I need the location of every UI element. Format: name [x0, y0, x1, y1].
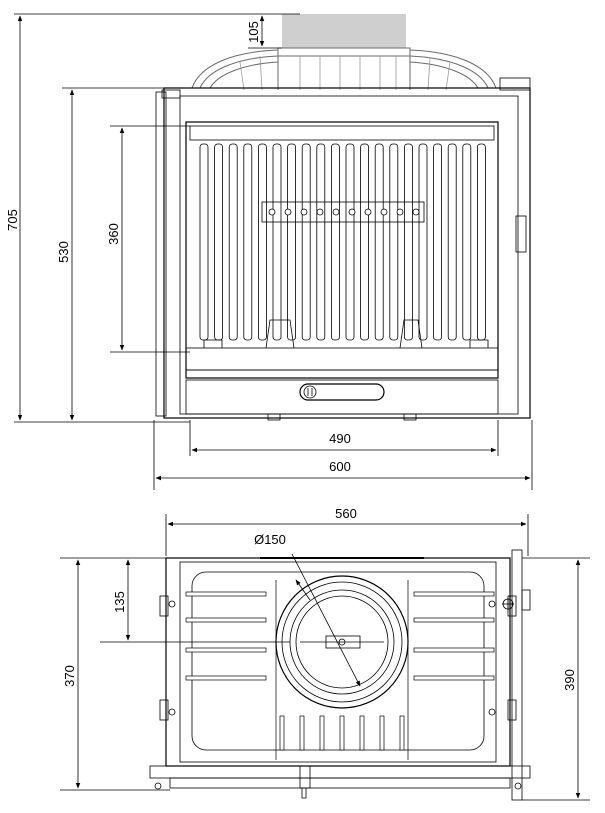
grate-feet: [203, 319, 489, 349]
grate-bar: [389, 143, 399, 341]
top-dome: [191, 49, 497, 91]
top-body: [149, 557, 531, 799]
top-rib-bottom: [399, 715, 405, 751]
grate-bar: [272, 143, 282, 341]
top-rib-bottom: [339, 715, 345, 751]
flue-ring: [275, 575, 409, 709]
dim-depth: 370: [62, 665, 77, 687]
grate-bar: [257, 143, 267, 341]
dim-flue-offset: 135: [112, 591, 127, 613]
top-rib-bottom: [279, 715, 285, 751]
vent-hole: [380, 208, 388, 216]
vent-hole: [412, 208, 420, 216]
grate-bar: [403, 143, 413, 341]
side-connector: [502, 549, 531, 801]
vent-hole: [364, 208, 372, 216]
top-rib-bottom: [319, 715, 325, 751]
dim-body-height: 530: [56, 241, 71, 263]
top-rib-left: [185, 591, 267, 597]
grate-bar: [360, 143, 370, 341]
grate-bar: [447, 143, 457, 341]
top-rib-right: [413, 675, 495, 681]
vent-hole: [396, 208, 404, 216]
dim-flue-diameter: Ø150: [254, 532, 286, 547]
grate-bar: [287, 143, 297, 341]
dim-total-depth: 390: [562, 669, 577, 691]
top-dimension-lines: [60, 514, 590, 801]
grate-bars: [199, 143, 486, 341]
grate-bar: [301, 143, 311, 341]
grate-bar: [433, 143, 443, 341]
top-rib-right: [413, 591, 495, 597]
grate-bar: [214, 143, 224, 341]
flue-collar: [277, 14, 411, 90]
dim-glass-height: 360: [106, 223, 121, 245]
grate-bar: [462, 143, 472, 341]
grate-bar: [316, 143, 326, 341]
ash-drawer: [185, 379, 499, 421]
grate-bar: [199, 143, 209, 341]
vent-hole: [316, 208, 324, 216]
grate-bar: [374, 143, 384, 341]
top-rib-right: [413, 647, 495, 653]
dim-top-width: 560: [335, 506, 357, 521]
vent-hole: [268, 208, 276, 216]
top-ribs: [185, 580, 495, 760]
top-rib-bottom: [299, 715, 305, 751]
grate-bar: [476, 143, 486, 341]
grate-bar: [345, 143, 355, 341]
stove-body: [155, 77, 531, 419]
grate-bar: [330, 143, 340, 341]
vent-hole: [348, 208, 356, 216]
door-frame: [185, 121, 499, 379]
front-dimension-lines: [14, 13, 533, 490]
top-rib-left: [185, 617, 267, 623]
dim-glass-width: 490: [329, 431, 351, 446]
vent-hole: [332, 208, 340, 216]
grate-bar: [243, 143, 253, 341]
top-rib-bottom: [379, 715, 385, 751]
grate-bar: [228, 143, 238, 341]
top-rib-right: [413, 617, 495, 623]
top-rib-bottom: [359, 715, 365, 751]
top-rib-left: [185, 675, 267, 681]
dim-flue-height: 105: [246, 21, 261, 43]
vent-hole: [300, 208, 308, 216]
air-vent-strip: [261, 201, 425, 223]
vent-hole: [284, 208, 292, 216]
dim-total-width: 600: [329, 459, 351, 474]
front-view: 705 530 360 105 490 600: [5, 13, 533, 490]
grate-bar: [418, 143, 428, 341]
dim-total-height: 705: [5, 209, 20, 231]
top-rib-left: [185, 647, 267, 653]
top-view: 560 Ø150 135 370 390: [60, 506, 590, 801]
